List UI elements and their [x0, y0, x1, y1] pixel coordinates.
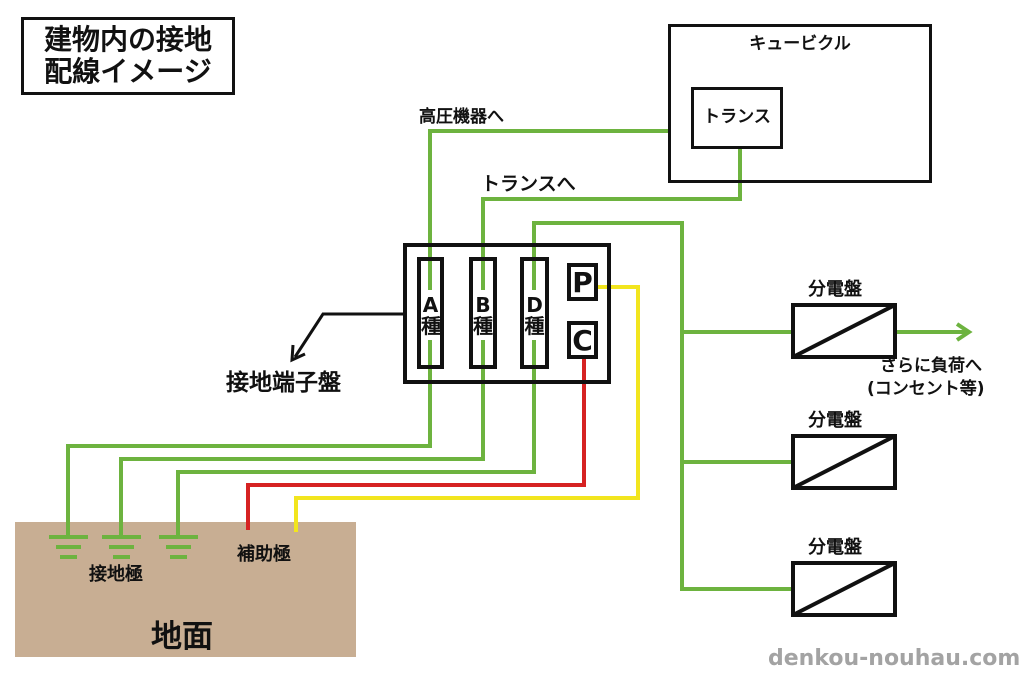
terminal-b-kind: 種	[473, 314, 493, 338]
pointer-arrow-icon	[290, 344, 306, 363]
transformer-label: トランス	[703, 107, 771, 127]
ground-symbol-icon	[102, 535, 141, 559]
terminal-board	[403, 243, 611, 384]
distribution-board-3	[791, 561, 897, 617]
terminal-b-letter-text: B	[475, 293, 491, 317]
terminal-c-label: C	[572, 323, 593, 357]
terminal-a-letter-text: A	[422, 293, 439, 317]
label-ground-surface: 地面	[151, 619, 213, 655]
terminal-b-letter: B 種	[473, 295, 493, 337]
terminal-a-letter: A 種	[421, 293, 441, 338]
distribution-board-2	[791, 434, 897, 490]
distribution-board-1	[791, 303, 897, 359]
label-auxiliary-electrode: 補助極	[237, 544, 291, 565]
wire-p-auxiliary	[294, 285, 640, 532]
ground-symbol-icon	[159, 535, 198, 559]
label-terminal-board: 接地端子盤	[226, 370, 341, 396]
ground-symbol-icon	[49, 535, 88, 559]
terminal-d-letter: D 種	[524, 295, 545, 337]
terminal-b: B 種	[469, 257, 497, 369]
ground-area	[15, 522, 356, 657]
terminal-d-letter-text: D	[526, 293, 543, 317]
terminal-c: C	[567, 321, 598, 359]
terminal-a-kind: 種	[421, 314, 441, 338]
terminal-p: P	[567, 263, 598, 301]
wire-d-to-electrode	[176, 340, 536, 537]
terminal-a: A 種	[417, 257, 444, 369]
title-line-2: 配線イメージ	[44, 55, 212, 88]
terminal-d: D 種	[520, 257, 549, 369]
distribution-board-1-label: 分電盤	[808, 279, 862, 300]
cubicle-box: キュービクル	[668, 24, 932, 183]
arrow-further-loads-icon	[955, 322, 973, 342]
pointer-line	[293, 312, 403, 358]
wire-b-to-electrode	[119, 340, 485, 537]
title-line-1: 建物内の接地	[43, 23, 212, 56]
watermark: denkou-nouhau.com	[768, 646, 1021, 671]
label-to-high-voltage: 高圧機器へ	[419, 107, 504, 127]
terminal-p-label: P	[572, 265, 593, 299]
wire-a-to-electrode	[66, 340, 432, 537]
label-to-transformer: トランスへ	[481, 173, 576, 195]
label-further-loads-2: (コンセント等)	[867, 379, 985, 399]
label-further-loads-1: さらに負荷へ	[880, 356, 982, 376]
distribution-board-2-label: 分電盤	[808, 410, 862, 431]
ground-electrode-symbols	[49, 535, 198, 559]
wire-c-auxiliary	[246, 356, 586, 530]
distribution-board-3-label: 分電盤	[808, 537, 862, 558]
transformer-box: トランス	[691, 87, 783, 149]
terminal-d-kind: 種	[524, 314, 545, 338]
cubicle-label: キュービクル	[749, 34, 851, 54]
title-box: 建物内の接地 配線イメージ	[21, 17, 235, 95]
label-ground-electrode: 接地極	[89, 564, 143, 585]
wire-a-to-high-voltage	[428, 129, 668, 290]
